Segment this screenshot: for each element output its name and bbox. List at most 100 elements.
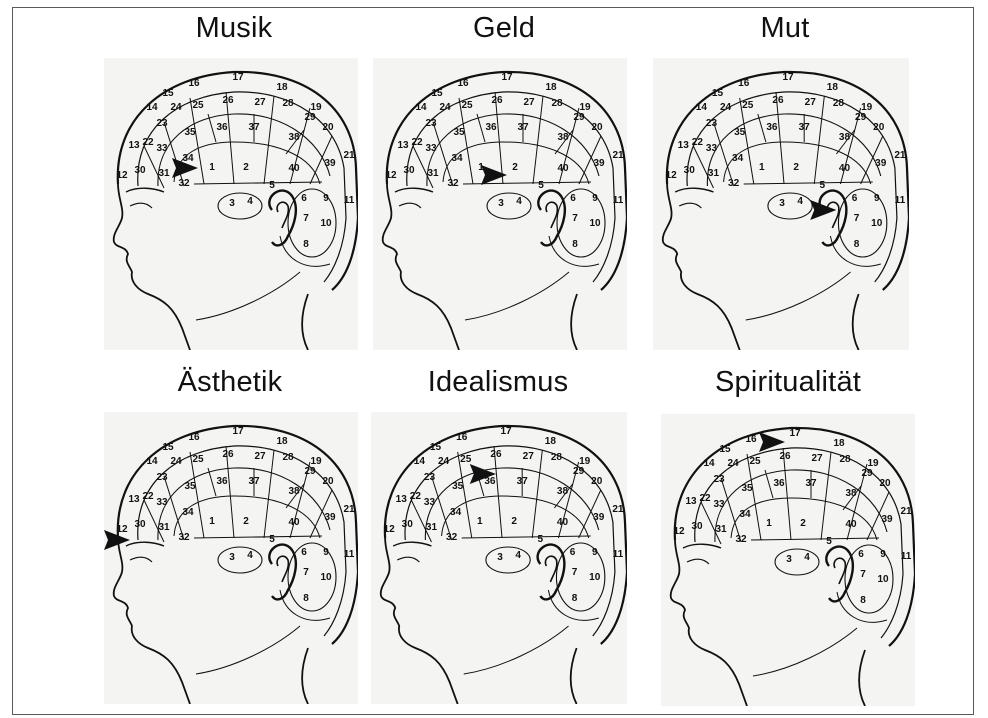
- region-label-39: 39: [593, 158, 605, 169]
- region-label-24: 24: [439, 102, 451, 113]
- panel-title-mut: Mut: [655, 12, 915, 45]
- region-label-7: 7: [854, 213, 860, 224]
- region-label-25: 25: [461, 100, 473, 111]
- region-label-34: 34: [451, 153, 463, 164]
- region-label-22: 22: [142, 137, 154, 148]
- region-label-6: 6: [570, 193, 576, 204]
- panel-title-aesthetik: Ästhetik: [100, 366, 360, 399]
- region-label-22: 22: [411, 137, 423, 148]
- region-label-32: 32: [735, 534, 747, 545]
- region-label-3: 3: [498, 198, 504, 209]
- region-label-27: 27: [254, 97, 266, 108]
- region-label-31: 31: [427, 168, 439, 179]
- region-label-4: 4: [515, 550, 521, 561]
- region-label-18: 18: [827, 82, 839, 93]
- region-label-8: 8: [303, 239, 309, 250]
- region-label-27: 27: [523, 97, 535, 108]
- region-label-16: 16: [457, 78, 469, 89]
- region-label-18: 18: [833, 438, 845, 449]
- region-label-35: 35: [184, 127, 196, 138]
- region-label-15: 15: [712, 88, 724, 99]
- region-label-14: 14: [415, 102, 427, 113]
- region-label-24: 24: [170, 102, 182, 113]
- region-label-26: 26: [779, 451, 791, 462]
- region-label-9: 9: [880, 549, 886, 560]
- region-label-17: 17: [232, 72, 244, 83]
- region-label-30: 30: [684, 165, 696, 176]
- panel-title-musik: Musik: [104, 12, 364, 45]
- region-label-6: 6: [858, 549, 864, 560]
- region-label-7: 7: [303, 213, 309, 224]
- region-label-9: 9: [592, 547, 598, 558]
- region-label-16: 16: [738, 78, 750, 89]
- region-label-20: 20: [322, 476, 334, 487]
- region-label-24: 24: [727, 458, 739, 469]
- region-label-12: 12: [116, 524, 128, 535]
- region-label-40: 40: [839, 163, 851, 174]
- region-label-10: 10: [871, 218, 883, 229]
- region-label-32: 32: [446, 532, 458, 543]
- region-label-29: 29: [861, 468, 873, 479]
- region-label-11: 11: [344, 549, 355, 560]
- region-label-40: 40: [288, 517, 300, 528]
- region-label-21: 21: [894, 150, 906, 161]
- region-label-5: 5: [820, 180, 826, 191]
- region-label-20: 20: [873, 122, 885, 133]
- region-label-18: 18: [276, 82, 288, 93]
- region-label-3: 3: [497, 552, 503, 563]
- region-label-40: 40: [845, 519, 857, 530]
- region-label-25: 25: [192, 454, 204, 465]
- region-label-10: 10: [320, 572, 332, 583]
- region-label-20: 20: [591, 476, 603, 487]
- region-label-26: 26: [772, 95, 784, 106]
- region-label-17: 17: [782, 72, 794, 83]
- region-label-18: 18: [276, 436, 288, 447]
- region-label-6: 6: [301, 193, 307, 204]
- panel-title-geld: Geld: [374, 12, 634, 45]
- region-label-16: 16: [188, 432, 200, 443]
- region-label-28: 28: [551, 98, 563, 109]
- region-label-6: 6: [852, 193, 858, 204]
- region-label-18: 18: [545, 436, 557, 447]
- region-label-11: 11: [344, 195, 355, 206]
- region-label-21: 21: [612, 504, 624, 515]
- region-label-32: 32: [728, 178, 740, 189]
- region-label-17: 17: [232, 426, 244, 437]
- region-label-13: 13: [678, 140, 690, 151]
- phrenology-head-aesthetik: 1234567891011121314151617181920212223242…: [104, 412, 358, 704]
- region-label-29: 29: [573, 112, 585, 123]
- region-label-5: 5: [269, 180, 275, 191]
- region-label-4: 4: [247, 550, 253, 561]
- region-label-40: 40: [288, 163, 300, 174]
- region-label-31: 31: [426, 522, 438, 533]
- region-label-23: 23: [425, 118, 437, 129]
- region-label-4: 4: [247, 196, 253, 207]
- region-label-29: 29: [304, 112, 316, 123]
- region-label-13: 13: [128, 140, 140, 151]
- region-label-28: 28: [282, 452, 294, 463]
- region-label-12: 12: [116, 170, 128, 181]
- region-label-37: 37: [248, 476, 260, 487]
- region-label-21: 21: [612, 150, 624, 161]
- region-label-21: 21: [343, 504, 355, 515]
- region-label-5: 5: [269, 534, 275, 545]
- region-label-11: 11: [613, 195, 624, 206]
- region-label-32: 32: [447, 178, 459, 189]
- region-label-18: 18: [545, 82, 557, 93]
- region-label-8: 8: [860, 595, 866, 606]
- head-drawing: 1234567891011121314151617181920212223242…: [104, 58, 358, 350]
- region-label-4: 4: [797, 196, 803, 207]
- region-label-1: 1: [477, 516, 483, 527]
- region-label-31: 31: [158, 522, 170, 533]
- region-label-2: 2: [511, 516, 517, 527]
- region-label-10: 10: [320, 218, 332, 229]
- region-label-24: 24: [438, 456, 450, 467]
- region-label-16: 16: [745, 434, 757, 445]
- region-label-25: 25: [742, 100, 754, 111]
- region-label-40: 40: [557, 163, 569, 174]
- region-label-27: 27: [805, 97, 817, 108]
- region-label-33: 33: [713, 499, 725, 510]
- region-label-13: 13: [397, 140, 409, 151]
- region-label-8: 8: [303, 593, 309, 604]
- region-label-23: 23: [713, 474, 725, 485]
